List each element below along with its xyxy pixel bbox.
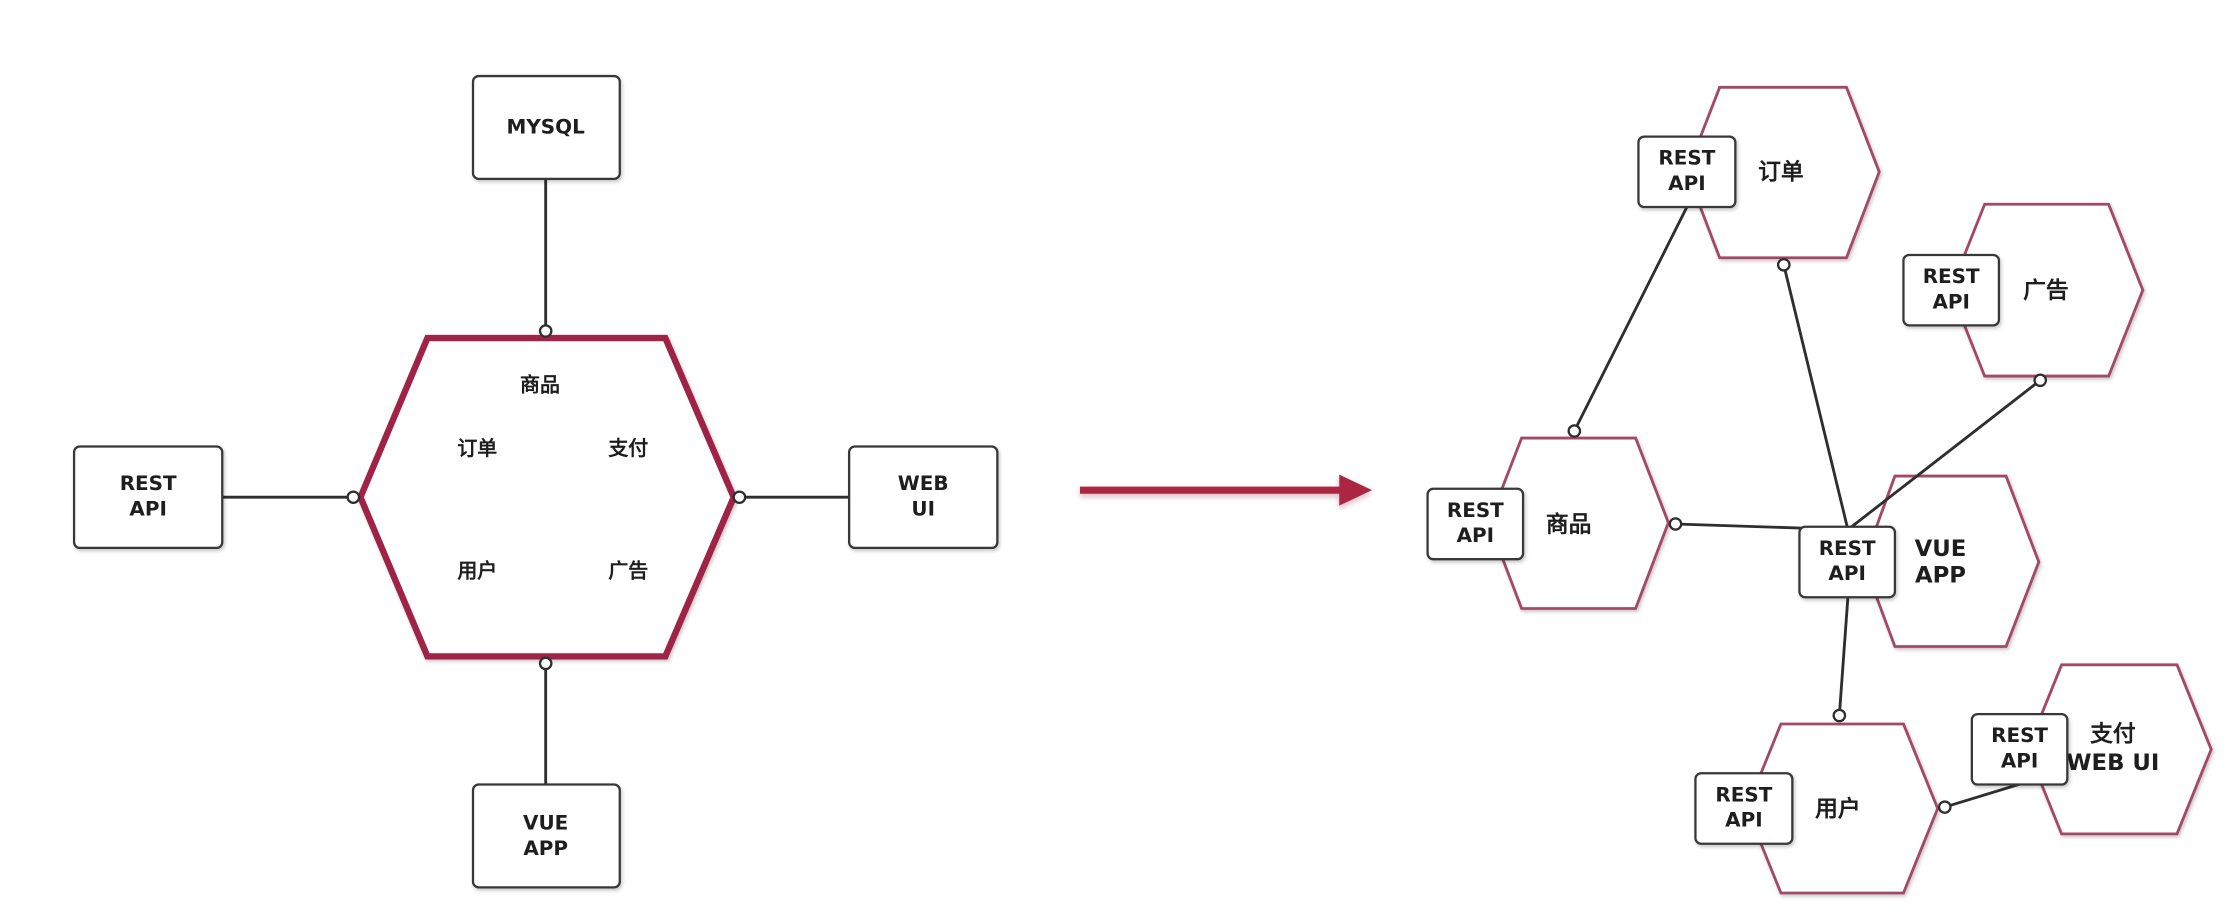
- rest-api-box-frame: [72, 445, 224, 550]
- api-label-line2: API: [1457, 524, 1494, 547]
- transition-arrow: [1079, 474, 1373, 506]
- port-product-right: [1668, 517, 1683, 531]
- api-label-line1: REST: [1447, 499, 1504, 522]
- monolith-diagram: 商品 订单 支付 用户 广告 MYSQL REST API WEB UI VUE…: [72, 74, 999, 889]
- api-label-line2: API: [1932, 290, 1969, 313]
- connector-payment-api-to-user: [1944, 781, 2024, 809]
- api-label-line2: API: [2001, 750, 2038, 773]
- module-label-ads: 广告: [608, 559, 648, 582]
- module-label-payment: 支付: [607, 437, 648, 460]
- module-label-user: 用户: [457, 559, 497, 582]
- service-api-box-ads: REST API: [1902, 253, 2001, 327]
- module-label-order: 订单: [457, 437, 497, 460]
- vue-app-label-line2: APP: [523, 837, 568, 860]
- port-right: [732, 490, 747, 504]
- service-label-app-line2: APP: [1915, 563, 1966, 589]
- api-label-line2: API: [1668, 172, 1705, 195]
- connector-order-api-to-product: [1573, 206, 1689, 432]
- web-ui-box-frame: [848, 445, 999, 550]
- api-label-line2: API: [1828, 562, 1865, 585]
- port-left: [346, 490, 361, 504]
- service-api-box-product: REST API: [1426, 487, 1525, 561]
- port-bottom: [538, 656, 553, 671]
- arrow-head-icon: [1339, 474, 1373, 506]
- api-label-line1: REST: [1819, 537, 1876, 560]
- api-box-frame: [1426, 487, 1525, 561]
- port-user-right: [1937, 800, 1952, 814]
- service-label-product: 商品: [1546, 511, 1592, 538]
- connector-app-api-to-order: [1782, 264, 1850, 530]
- web-ui-box: WEB UI: [848, 445, 999, 550]
- service-label-order: 订单: [1758, 160, 1804, 186]
- database-box: MYSQL: [471, 74, 621, 181]
- service-api-box-app: REST API: [1798, 525, 1897, 599]
- api-label-line1: REST: [1991, 724, 2048, 747]
- api-box-frame: [1637, 135, 1737, 209]
- api-box-frame: [1798, 525, 1897, 599]
- port-order-bottom: [1776, 258, 1791, 272]
- database-label: MYSQL: [507, 116, 586, 139]
- service-label-app-line1: VUE: [1915, 536, 1967, 562]
- port-product-top: [1567, 424, 1582, 438]
- service-api-box-order: REST API: [1637, 135, 1737, 209]
- port-ads-bottom: [2033, 373, 2048, 388]
- api-label-line1: REST: [1923, 265, 1980, 288]
- web-ui-label-line2: UI: [911, 497, 935, 520]
- vue-app-box-frame: [471, 783, 621, 889]
- module-label-product: 商品: [520, 374, 560, 397]
- port-top: [538, 324, 553, 338]
- api-label-line2: API: [1725, 809, 1762, 832]
- connector-app-api-to-ads: [1847, 379, 2042, 531]
- database-box-frame: [471, 74, 621, 181]
- rest-api-box: REST API: [72, 445, 224, 550]
- service-api-box-user: REST API: [1694, 772, 1794, 845]
- vue-app-box: VUE APP: [471, 783, 621, 889]
- vue-app-label-line1: VUE: [523, 812, 568, 835]
- api-box-frame: [1970, 713, 2069, 786]
- service-label-user: 用户: [1815, 795, 1861, 822]
- api-box-frame: [1694, 772, 1794, 845]
- monolith-hexagon: [356, 334, 738, 660]
- web-ui-label-line1: WEB: [898, 472, 949, 495]
- port-user-top: [1832, 708, 1847, 723]
- connector-app-api-to-user: [1837, 597, 1850, 716]
- rest-api-label-line2: API: [129, 497, 166, 520]
- rest-api-label-line1: REST: [120, 472, 177, 495]
- service-label-ads: 广告: [2023, 277, 2069, 304]
- microservices-diagram: 订单 广告 商品 VUE APP 用户 支付 WEB UI REST API R…: [1426, 85, 2213, 895]
- service-label-payment-line2: WEB UI: [2066, 750, 2159, 776]
- api-label-line1: REST: [1658, 147, 1715, 170]
- api-label-line1: REST: [1715, 783, 1772, 806]
- service-api-box-payment: REST API: [1970, 713, 2069, 786]
- service-label-payment-line1: 支付: [2090, 722, 2136, 748]
- api-box-frame: [1902, 253, 2001, 327]
